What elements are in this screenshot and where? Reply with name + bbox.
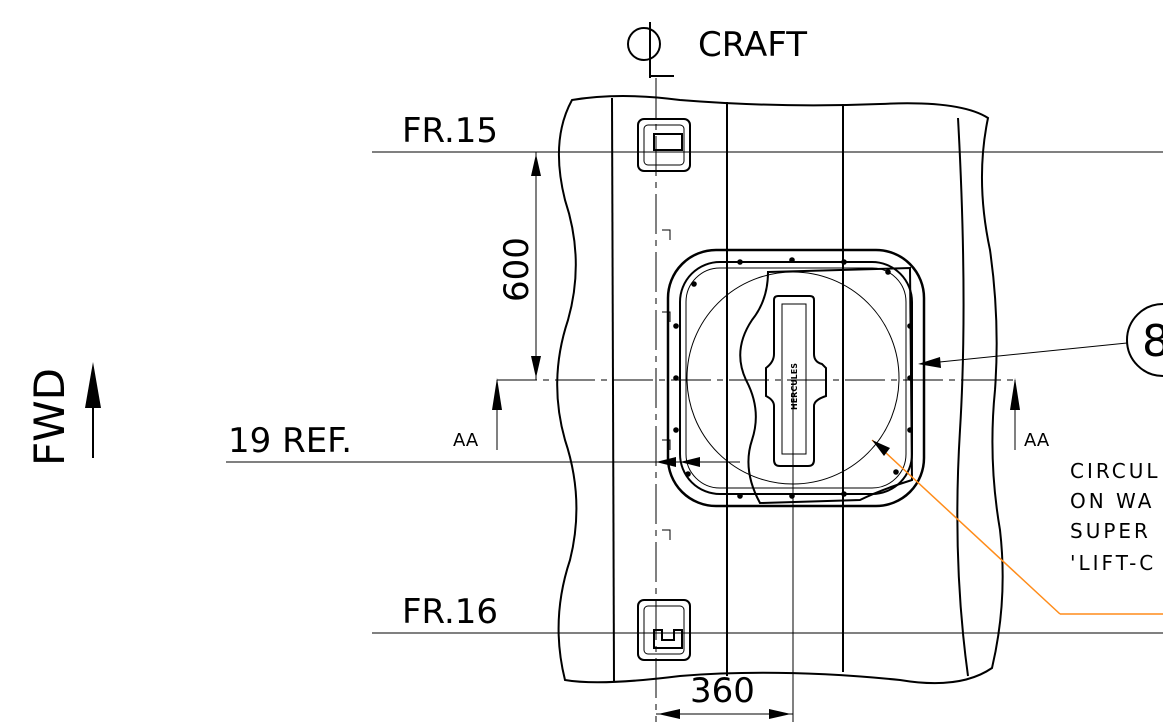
note-line-1: CIRCUL: [1070, 459, 1161, 483]
dimension-19-ref-label: 19 REF.: [228, 421, 352, 461]
note-line-3: SUPER: [1070, 519, 1151, 543]
note-leader: [871, 439, 1163, 615]
section-line-aa: [492, 378, 1020, 450]
reference-balloon-label: 8: [1142, 316, 1163, 367]
hatch-brand-text: HERCULES: [790, 363, 799, 410]
forward-label: FWD: [25, 368, 74, 466]
lift-point-forward: [637, 118, 691, 172]
dimension-600: [531, 152, 541, 380]
deck-panel-outline: [556, 95, 1004, 685]
stiffener-lines: [611, 97, 969, 683]
dimension-19-ref: [226, 457, 740, 467]
hatch-bolts: [673, 257, 913, 499]
hatch-handle: HERCULES: [765, 295, 827, 467]
centerline-symbol: [627, 22, 674, 78]
note-line-4: 'LIFT-C: [1070, 551, 1156, 575]
section-label-right: AA: [1024, 430, 1050, 451]
reference-balloon: [918, 303, 1163, 377]
forward-arrow: [85, 362, 101, 458]
centerline-ticks: [662, 229, 671, 540]
dimension-360: [656, 380, 794, 722]
hatch-cutaway: [739, 266, 914, 505]
note-line-2: ON WA: [1070, 489, 1154, 513]
section-label-left: AA: [453, 430, 479, 451]
dimension-360-label: 360: [690, 671, 755, 711]
centerline-label: CRAFT: [698, 25, 807, 65]
frame-16-label: FR.16: [402, 592, 498, 632]
lift-point-aft: [637, 599, 691, 661]
frame-15-label: FR.15: [402, 111, 498, 151]
dimension-600-label: 600: [497, 237, 537, 302]
